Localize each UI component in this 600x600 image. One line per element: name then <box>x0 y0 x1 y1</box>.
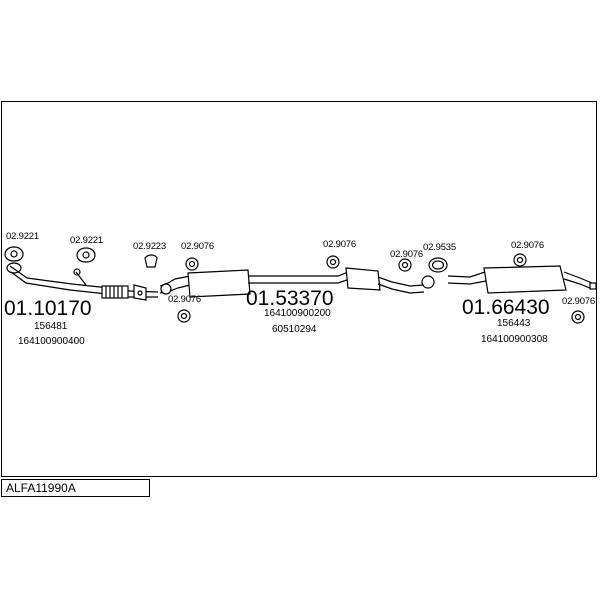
part-label-gasket-b: 02.9221 <box>70 235 103 246</box>
component-code-front-pipe: 01.10170 <box>4 297 92 320</box>
part-label-mount-5: 02.9076 <box>511 240 544 251</box>
part-label-clamp-a: 02.9223 <box>133 241 166 252</box>
component-ref-rear-silencer-1: 156443 <box>497 318 531 329</box>
rear-silencer <box>421 265 597 294</box>
component-code-centre-silencer: 01.53370 <box>246 287 334 310</box>
part-label-mount-6: 02.9076 <box>562 296 595 307</box>
component-ref-front-pipe-2: 164100900400 <box>18 336 85 347</box>
component-code-rear-silencer: 01.66430 <box>462 296 550 319</box>
part-label-gasket-a: 02.9221 <box>6 231 39 242</box>
front-pipe <box>6 262 159 301</box>
diagram-id-box: ALFA11990A <box>1 479 150 497</box>
clamp-02-9223 <box>144 254 158 268</box>
diagram-id: ALFA11990A <box>6 481 76 495</box>
component-ref-front-pipe-1: 156481 <box>34 321 68 332</box>
part-label-mount-1: 02.9076 <box>181 241 214 252</box>
component-ref-centre-silencer-2: 60510294 <box>272 324 317 335</box>
centre-silencer <box>159 267 425 298</box>
component-ref-centre-silencer-1: 164100900200 <box>264 308 331 319</box>
gasket-02-9221-b <box>76 247 96 263</box>
mount-ring-icons <box>177 253 585 324</box>
part-label-ring-a: 02.9535 <box>423 242 456 253</box>
component-ref-rear-silencer-2: 164100900308 <box>481 334 548 345</box>
ring-02-9535 <box>428 257 448 273</box>
part-label-mount-4: 02.9076 <box>390 249 423 260</box>
part-label-mount-3: 02.9076 <box>323 239 356 250</box>
part-label-mount-2: 02.9076 <box>168 294 201 305</box>
gasket-02-9221-a <box>4 246 24 262</box>
